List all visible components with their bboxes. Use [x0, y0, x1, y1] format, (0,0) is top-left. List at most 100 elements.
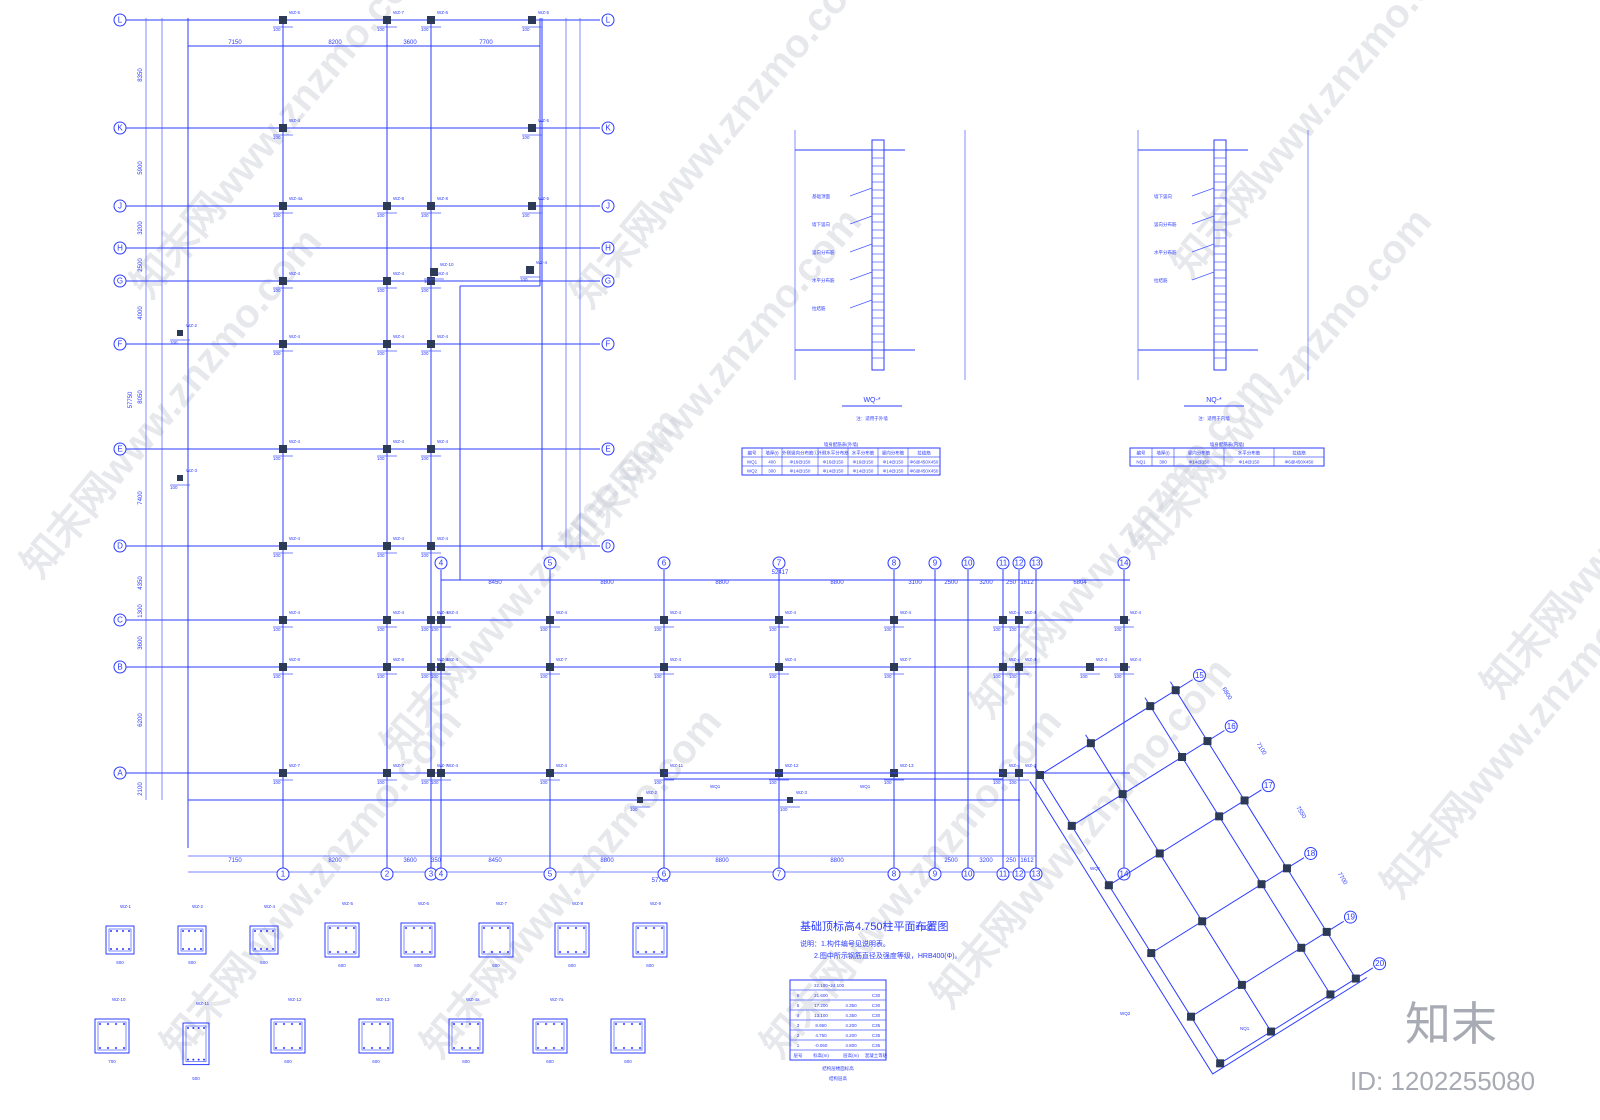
section-dim: 600 [462, 1059, 470, 1064]
column [1240, 796, 1249, 805]
wall-tag: WQ1 [860, 784, 871, 789]
axis-bubble [601, 337, 615, 351]
column-dim: 100 [780, 807, 788, 812]
section-bar [623, 1047, 625, 1049]
axis-bubble [1261, 779, 1275, 793]
section-bar [291, 1023, 293, 1025]
column [279, 277, 287, 285]
level-table-cell: C35 [872, 1023, 881, 1028]
axis-bubble [276, 867, 290, 881]
column-dim: 100 [884, 674, 892, 679]
axis-bubble [113, 442, 127, 456]
section-bar [483, 951, 485, 953]
section-outline [324, 922, 360, 958]
column-dim: 100 [377, 627, 385, 632]
section-tag: WZ-10 [112, 997, 126, 1002]
dim-bottom: 8800 [830, 858, 844, 864]
section-bar [275, 1023, 277, 1025]
section-dim: 500 [192, 1076, 200, 1081]
section-bar [483, 927, 485, 929]
section-outline [610, 1018, 646, 1054]
axis-bubble [1224, 719, 1238, 733]
section-stirrup [557, 925, 587, 955]
axis-bubble [996, 867, 1010, 881]
column [383, 445, 391, 453]
column-tag: WZ-4 [393, 536, 404, 541]
section-bar [363, 1023, 365, 1025]
section-dim: 500 [260, 960, 268, 965]
column [526, 266, 534, 274]
column-tag: WZ-4 [437, 610, 448, 615]
axis-label: 6 [662, 559, 667, 568]
dim-top: 8200 [328, 40, 342, 46]
dim-mid: 1612 [1020, 580, 1034, 586]
wall-table-1-cell: WQ1 [747, 459, 758, 464]
level-table-cell: C30 [872, 993, 881, 998]
level-table-cell: 4.750 [815, 1033, 827, 1038]
axis-bubble [601, 241, 615, 255]
column-tag: WZ-4 [447, 657, 458, 662]
detail-note: 注：适用于外墙 [856, 415, 888, 422]
section-bar [499, 927, 501, 929]
wall-table-2-cell: NQ1 [1136, 459, 1146, 464]
section-bar [266, 948, 268, 950]
section-bar [122, 948, 124, 950]
level-table-footer: 层号 [794, 1053, 803, 1059]
wall-table-1-frame [741, 447, 941, 476]
axis-label: 12 [1015, 870, 1024, 879]
level-table-footer: 标高(m) [813, 1052, 829, 1059]
column-dim: 100 [654, 674, 662, 679]
callout-text: 水平分布筋 [812, 277, 835, 284]
section-bar [110, 930, 112, 932]
plan-scale: 1:100 [915, 925, 933, 932]
column [279, 445, 287, 453]
axis-label: 4 [439, 559, 444, 568]
oblique-grid [1035, 679, 1193, 779]
column [279, 202, 287, 210]
column [1015, 769, 1023, 777]
section-bar [283, 1047, 285, 1049]
section-dim: 500 [188, 960, 196, 965]
axis-label: 8 [892, 870, 897, 879]
wall-table-1-cell: Φ6@450X450 [910, 459, 939, 464]
column [546, 769, 554, 777]
dim-bottom: 8800 [600, 858, 614, 864]
column-dim: 100 [273, 553, 281, 558]
section-tag: WZ-13 [376, 997, 390, 1002]
column [1120, 616, 1128, 624]
callout-text: 水平分布筋 [1154, 249, 1177, 256]
dim-mid: 8800 [715, 580, 729, 586]
column [546, 616, 554, 624]
section-bar [363, 1047, 365, 1049]
column [528, 16, 536, 24]
section-bar [272, 930, 274, 932]
wall-table-1-cell: Φ14@150 [853, 468, 874, 473]
column [637, 797, 643, 803]
column-dim: 100 [993, 780, 1001, 785]
axis-bubble [543, 556, 557, 570]
column-tag: WZ-3 [186, 468, 197, 473]
axis-label: L [118, 16, 123, 25]
column-dim: 100 [421, 627, 429, 632]
axis-bubble [543, 867, 557, 881]
column [279, 616, 287, 624]
column-dim: 100 [540, 674, 548, 679]
section-bar [653, 927, 655, 929]
level-table-footer: 层高(m) [843, 1052, 859, 1059]
axis-bubble [1373, 957, 1387, 971]
section-bar [107, 1047, 109, 1049]
section-bar [353, 927, 355, 929]
wall-section [871, 139, 885, 371]
level-table-cell: 3 [797, 1023, 800, 1028]
section-bar [429, 927, 431, 929]
column [1282, 864, 1291, 873]
oblique-grid [1104, 789, 1262, 889]
column-dim: 100 [377, 553, 385, 558]
axis-label: 18 [1306, 849, 1315, 858]
axis-label: 5 [548, 870, 553, 879]
dim-mid: 3200 [979, 580, 993, 586]
column-tag: WZ-4 [289, 271, 300, 276]
axis-label: K [605, 124, 611, 133]
level-table-footer: 混凝土等级 [865, 1052, 888, 1059]
level-table-cell: C35 [872, 1033, 881, 1038]
